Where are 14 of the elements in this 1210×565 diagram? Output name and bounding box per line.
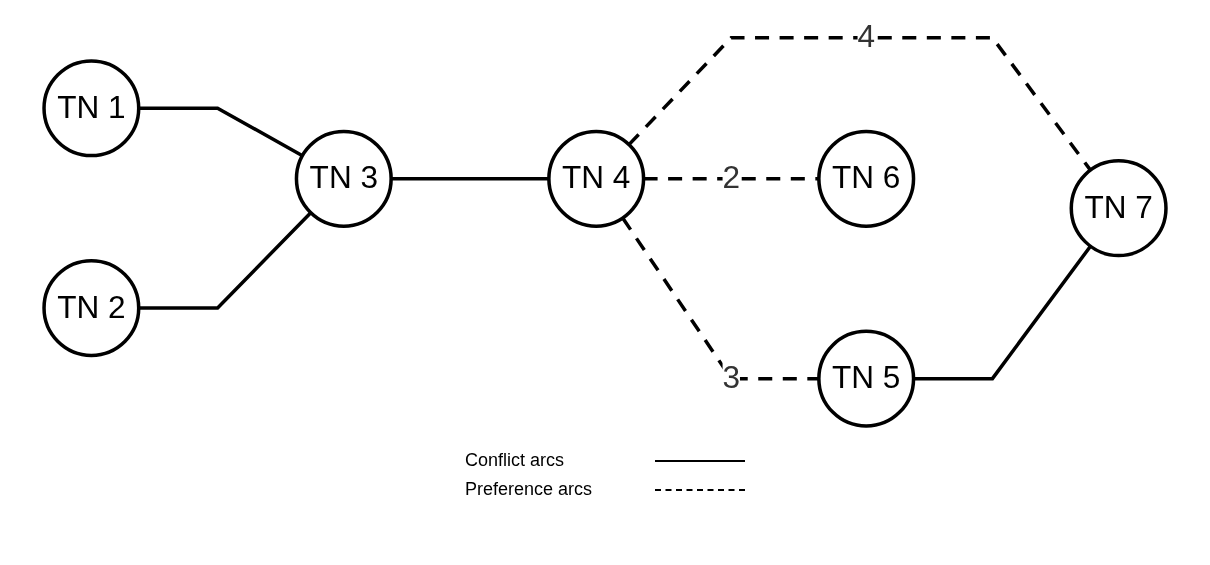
node-circle: TN 6 (817, 129, 916, 228)
edge-label: 2 (722, 160, 740, 196)
node-circle: TN 1 (42, 59, 141, 158)
node-circle: TN 4 (547, 129, 646, 228)
connector (643, 177, 819, 181)
node-circle: TN 2 (42, 259, 141, 358)
node-circle: TN 5 (817, 329, 916, 428)
legend-label: Conflict arcs (465, 450, 566, 471)
edge-label: 3 (722, 360, 740, 396)
connector (627, 35, 1092, 172)
legend-label: Preference arcs (465, 479, 594, 500)
node-circle: TN 3 (294, 129, 393, 228)
edge-label: 4 (857, 19, 875, 55)
node-circle: TN 7 (1069, 159, 1168, 258)
